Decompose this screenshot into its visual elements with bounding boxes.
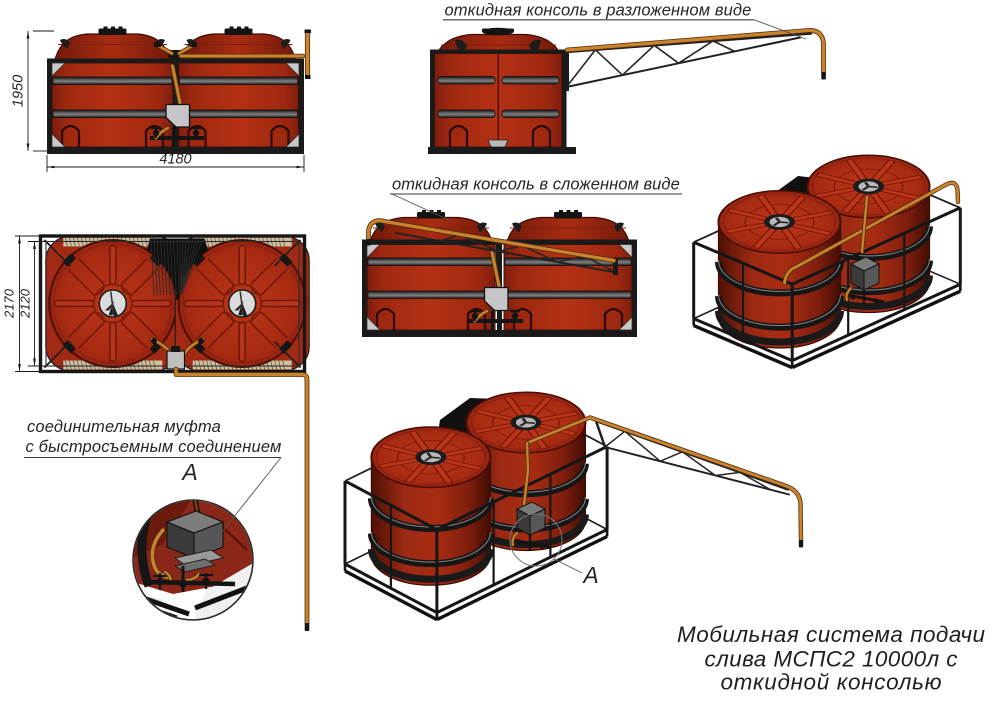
top-dim-inner: 2120 (18, 241, 46, 367)
side-tank (434, 27, 563, 148)
folded-console-pipe (366, 218, 617, 263)
side-frame (428, 49, 576, 154)
top-outlet-pipe (173, 366, 310, 631)
iso1-valves (844, 286, 885, 306)
dim-front-height: 1950 (11, 75, 27, 107)
top-tank-left (45, 235, 181, 372)
side-view-extended: откидная консоль в разложенном виде (428, 2, 826, 154)
front-valves (150, 126, 204, 147)
detail-a-label: соединительная муфта с быстросъемным соед… (24, 418, 282, 548)
top-tank-right (174, 235, 310, 372)
folded-console-label: откидная консоль в сложенном виде (390, 176, 682, 221)
top-dim-outer: 2170 (2, 235, 41, 372)
top-corner-braces-front (43, 239, 302, 369)
title-line3: откидной консолью (721, 669, 942, 694)
iso1-tank-left (715, 190, 844, 349)
iso2-cage-front (343, 445, 609, 622)
front-view: 1950 4180 (11, 26, 311, 172)
side-view-folded: откидная консоль в сложенном виде (362, 176, 682, 337)
detail-view-a: соединительная муфта с быстросъемным соед… (24, 418, 282, 621)
iso2-tank-left (367, 426, 494, 586)
dim-top-outer: 2170 (2, 288, 17, 319)
label-detail-a-iso: А (581, 562, 598, 588)
front-console-end (304, 29, 311, 79)
label-detail-a: А (180, 459, 197, 485)
iso1-fill-pipe (860, 195, 869, 254)
label-console-unfolded: откидная консоль в разложенном виде (445, 2, 752, 20)
label-coupling-line2: с быстросъемным соединением (26, 438, 282, 456)
front-distributor-box (165, 103, 191, 128)
label-console-folded: откидная консоль в сложенном виде (392, 176, 680, 194)
front-dim-height: 1950 (11, 30, 54, 152)
isometric-view-extended: А (343, 391, 804, 622)
folded-valves (469, 309, 523, 330)
isometric-view-folded (692, 154, 962, 370)
top-gap-shadow (147, 238, 208, 300)
iso1-pump-box (849, 256, 881, 291)
iso1-pipe (782, 180, 961, 286)
title-line2: слива МСПС2 10000л с (705, 647, 958, 672)
folded-corner-gussets (366, 244, 633, 331)
side-console-pipe (564, 28, 826, 80)
iso2-detail-indicator: А (509, 513, 599, 588)
iso1-cage-front (692, 206, 962, 370)
front-corner-gussets (51, 62, 300, 148)
dim-front-width: 4180 (159, 152, 191, 168)
detail-a-bubble (132, 499, 254, 621)
iso2-valves (510, 531, 551, 551)
label-coupling-line1: соединительная муфта (27, 418, 221, 436)
iso2-console-pipe (524, 415, 804, 548)
folded-distributor-box (483, 286, 509, 312)
iso2-fill-pipe (522, 441, 530, 507)
side-console-label: откидная консоль в разложенном виде (443, 2, 807, 40)
front-center-piping (154, 42, 306, 106)
title-line1: Мобильная система подачи (677, 622, 985, 647)
top-pump (149, 336, 206, 370)
dim-top-inner: 2120 (18, 288, 33, 319)
front-dim-width: 4180 (46, 152, 305, 172)
